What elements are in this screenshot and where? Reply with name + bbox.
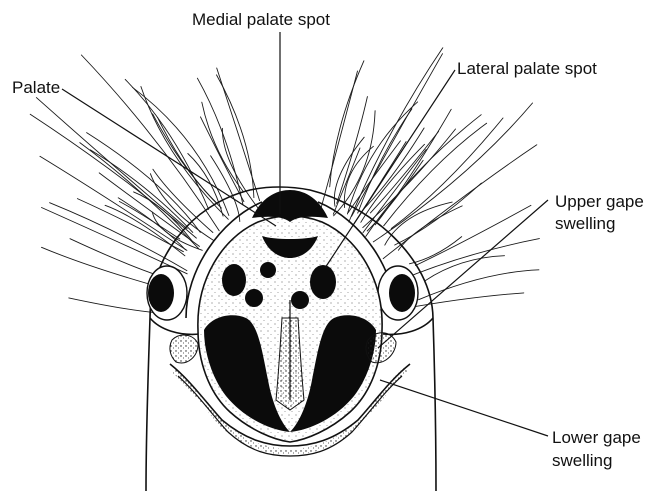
down-feather-strand: [366, 115, 481, 237]
down-feather-strand: [134, 192, 193, 241]
down-feather-strand: [321, 71, 357, 208]
down-feather-strand: [384, 123, 487, 226]
down-feather-strand: [77, 199, 183, 252]
leader-lower-gape-swelling: [380, 380, 548, 436]
label-palate: Palate: [12, 78, 60, 97]
right-eye: [378, 266, 418, 320]
down-feather-strand: [409, 237, 461, 264]
down-feather-strand: [99, 173, 199, 247]
down-feather-strand: [217, 75, 254, 198]
down-feather-strand: [395, 183, 482, 245]
down-feather-strand: [330, 61, 364, 187]
down-feather-strand: [398, 239, 539, 281]
down-feather-strand: [118, 198, 185, 250]
down-feather-strand: [416, 205, 531, 265]
down-feather-strand: [40, 156, 187, 250]
down-feather-strand: [373, 103, 532, 242]
label-upper-gape-line2: swelling: [555, 214, 615, 233]
upper-gape-swelling: [366, 333, 396, 363]
down-feather-strand: [337, 97, 368, 204]
lateral-palate-spot-left: [222, 264, 246, 296]
down-feather-strand: [188, 154, 223, 217]
label-lower-gape-line2: swelling: [552, 451, 612, 470]
lateral-palate-spot-right: [310, 265, 336, 299]
down-feather-strand: [197, 78, 243, 205]
leader-lateral-palate-spot: [325, 70, 455, 268]
down-feather-strand: [30, 114, 196, 238]
label-lower-gape-line1: Lower gape: [552, 428, 641, 447]
upper-gape-swelling-left: [170, 335, 198, 363]
down-feather-strand: [141, 87, 228, 220]
label-upper-gape-line1: Upper gape: [555, 192, 644, 211]
down-feather-strand: [425, 256, 504, 281]
left-eye: [147, 266, 187, 320]
leader-palate: [62, 89, 276, 226]
down-feather-strand: [352, 54, 443, 217]
down-feather-strand: [153, 169, 213, 232]
down-feather-strand: [132, 87, 229, 215]
label-lateral-palate-spot: Lateral palate spot: [457, 59, 597, 78]
label-medial-palate-spot: Medial palate spot: [192, 10, 330, 29]
down-feather-strand: [404, 293, 524, 309]
